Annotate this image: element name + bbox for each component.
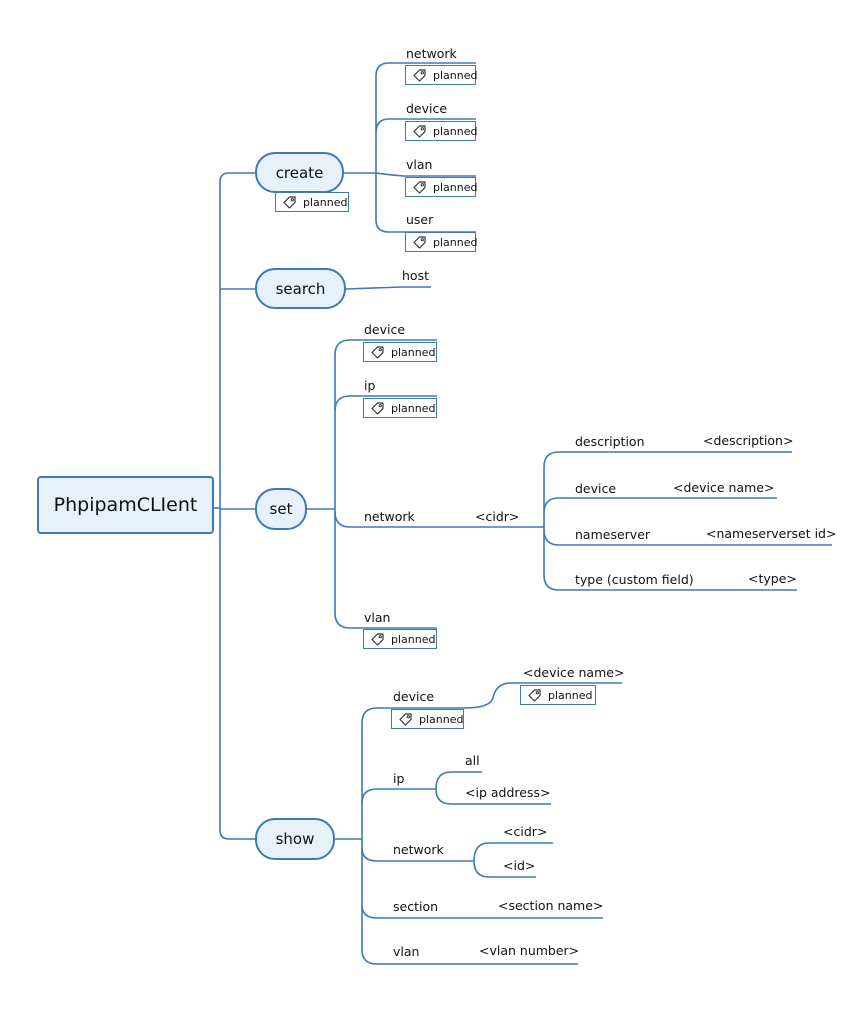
create-user-label[interactable]: user <box>406 212 434 227</box>
tag-label: planned <box>419 712 464 726</box>
tag-icon <box>370 401 385 416</box>
connector-show <box>361 847 474 862</box>
set-device-label[interactable]: device <box>364 322 406 337</box>
connector-set-network <box>543 529 832 546</box>
connector-show <box>361 723 578 965</box>
connector-set-network <box>543 451 792 527</box>
tag-icon <box>370 345 385 360</box>
connector-search <box>345 286 431 290</box>
connector-show-device <box>463 682 622 709</box>
create-network-label[interactable]: network <box>406 46 457 61</box>
connector-show-ip <box>435 788 551 805</box>
root-node[interactable]: PhpipamCLIent <box>37 476 214 534</box>
planned-tag: planned <box>520 685 596 705</box>
planned-tag: planned <box>405 65 478 85</box>
connector-set-network <box>543 527 797 591</box>
set-network-option-value[interactable]: <description> <box>703 433 794 448</box>
tag-icon <box>282 195 297 210</box>
connector-show <box>361 788 436 804</box>
connector-create <box>375 118 476 134</box>
connector-set-network <box>543 497 777 514</box>
show-ip-label[interactable]: ip <box>393 771 405 786</box>
set-network-label[interactable]: network <box>364 509 415 524</box>
connector-create <box>375 62 476 77</box>
show-network-cidr[interactable]: <cidr> <box>503 824 548 839</box>
set-network-option-value[interactable]: <type> <box>748 571 797 586</box>
connector-set <box>334 511 544 528</box>
tag-icon <box>412 180 427 195</box>
connector-create <box>375 76 476 233</box>
planned-tag: planned <box>391 709 464 729</box>
tag-label: planned <box>548 688 593 702</box>
tag-icon <box>412 124 427 139</box>
node-show[interactable]: show <box>255 818 335 860</box>
set-network-option-name[interactable]: type (custom field) <box>575 572 694 587</box>
set-ip-label[interactable]: ip <box>364 378 376 393</box>
connector-set <box>334 339 437 356</box>
show-ip-all[interactable]: all <box>465 753 480 768</box>
planned-tag: planned <box>363 342 437 362</box>
planned-tag: planned <box>405 177 478 197</box>
create-device-label[interactable]: device <box>406 101 448 116</box>
tag-label: planned <box>433 180 478 194</box>
tag-icon <box>527 688 542 703</box>
tag-label: planned <box>433 68 478 82</box>
planned-tag: planned <box>363 629 437 649</box>
set-network-cidr[interactable]: <cidr> <box>475 509 520 524</box>
connector-show-network <box>473 842 553 862</box>
search-host-label[interactable]: host <box>402 268 429 283</box>
tag-icon <box>412 235 427 250</box>
show-device-label[interactable]: device <box>393 689 435 704</box>
planned-tag: planned <box>275 192 349 212</box>
tag-label: planned <box>433 235 478 249</box>
connector-show-ip <box>435 771 482 790</box>
node-set[interactable]: set <box>255 488 307 530</box>
planned-tag: planned <box>363 398 437 418</box>
show-network-id[interactable]: <id> <box>503 858 536 873</box>
connector-set <box>334 395 437 412</box>
show-network-label[interactable]: network <box>393 842 444 857</box>
set-vlan-label[interactable]: vlan <box>364 610 391 625</box>
set-network-option-name[interactable]: device <box>575 481 617 496</box>
show-section-label[interactable]: section <box>393 899 439 914</box>
trunk-line <box>219 182 255 840</box>
show-section-name[interactable]: <section name> <box>498 898 604 913</box>
connector-set <box>334 355 437 629</box>
show-ip-address[interactable]: <ip address> <box>465 785 551 800</box>
connector-create <box>375 172 476 177</box>
tag-label: planned <box>303 195 348 209</box>
connector-show-network <box>473 860 536 878</box>
tag-label: planned <box>433 124 478 138</box>
set-network-option-name[interactable]: nameserver <box>575 527 651 542</box>
trunk-line <box>219 172 255 183</box>
tag-icon <box>370 632 385 647</box>
node-search[interactable]: search <box>255 268 346 309</box>
show-vlan-label[interactable]: vlan <box>393 944 420 959</box>
tag-icon <box>412 68 427 83</box>
tag-label: planned <box>391 632 436 646</box>
show-vlan-number[interactable]: <vlan number> <box>479 943 580 958</box>
connector-show <box>361 707 464 724</box>
planned-tag: planned <box>405 232 478 252</box>
show-device-name[interactable]: <device name> <box>523 665 625 680</box>
create-vlan-label[interactable]: vlan <box>406 157 433 172</box>
set-network-option-value[interactable]: <device name> <box>673 480 775 495</box>
tag-icon <box>398 712 413 727</box>
planned-tag: planned <box>405 121 478 141</box>
connector-show <box>361 904 603 919</box>
node-create[interactable]: create <box>255 152 344 193</box>
set-network-option-value[interactable]: <nameserverset id> <box>706 526 837 541</box>
set-network-option-name[interactable]: description <box>575 434 645 449</box>
tag-label: planned <box>391 401 436 415</box>
tag-label: planned <box>391 345 436 359</box>
